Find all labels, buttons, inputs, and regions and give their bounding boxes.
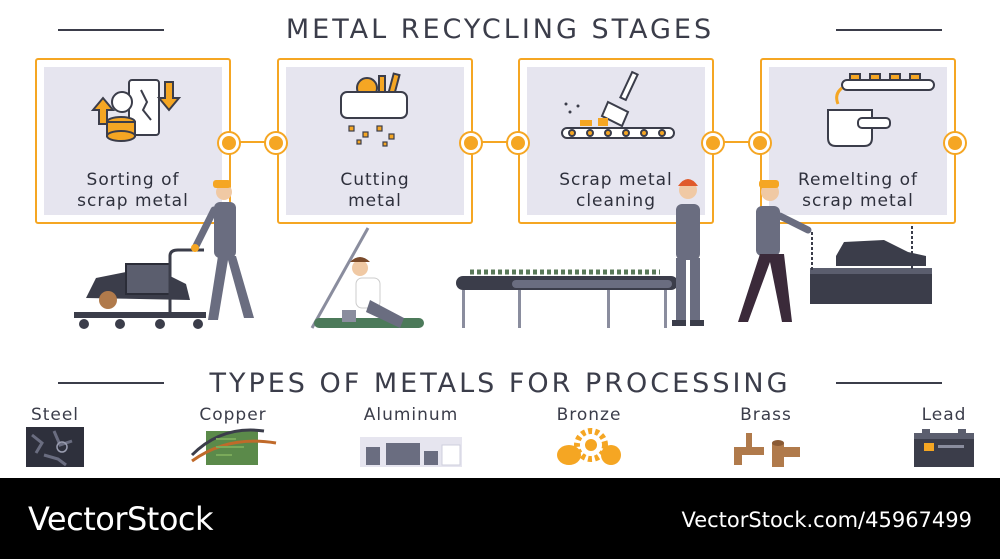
metal-label-lead: Lead	[921, 405, 967, 425]
types-section-title: TYPES OF METALS FOR PROCESSING	[209, 368, 791, 399]
copper-wire-icon	[190, 428, 277, 465]
battery-icon	[914, 429, 974, 467]
steel-sheet-icon	[26, 427, 84, 467]
remelting-icon	[827, 73, 935, 147]
title-rule-right	[836, 29, 942, 31]
connector-dot	[945, 133, 965, 153]
metal-label-aluminum: Aluminum	[363, 405, 459, 425]
title-rule-left	[58, 29, 164, 31]
sorting-icon	[90, 79, 182, 142]
worker-cleaning-metal	[672, 179, 704, 326]
types-rule-right	[836, 382, 942, 384]
connector-line	[720, 141, 760, 143]
workers-scene-illustration	[74, 179, 932, 329]
brand-logo: VectorStock	[28, 500, 214, 538]
bronze-gear-icon	[557, 428, 621, 465]
connector-line	[478, 141, 518, 143]
worker-pushing-cart	[191, 180, 254, 320]
scrap-cart-illustration	[74, 248, 206, 329]
metal-label-bronze: Bronze	[556, 405, 622, 425]
footer-url: VectorStock.com/45967499	[681, 508, 972, 532]
metal-label-copper: Copper	[199, 405, 267, 425]
conveyor-belt-illustration	[456, 269, 678, 328]
connector-dot	[508, 133, 528, 153]
metal-label-brass: Brass	[740, 405, 792, 425]
stage-card-bg	[527, 67, 705, 215]
connector-line	[236, 141, 276, 143]
metal-label-steel: Steel	[30, 405, 80, 425]
melting-bin-illustration	[810, 226, 932, 304]
connector-dot	[219, 133, 239, 153]
cleaning-icon	[561, 70, 675, 139]
page-title: METAL RECYCLING STAGES	[285, 14, 715, 45]
aluminum-profile-icon	[360, 437, 462, 467]
connector-dot	[461, 133, 481, 153]
connector-dot	[703, 133, 723, 153]
footer-bar: VectorStock VectorStock.com/45967499	[0, 478, 1000, 559]
connector-dot	[750, 133, 770, 153]
connector-dot	[266, 133, 286, 153]
cutting-icon	[340, 72, 408, 147]
worker-remelting-metal	[738, 180, 812, 322]
brass-faucet-icon	[734, 433, 800, 467]
worker-cutting-metal	[310, 227, 424, 329]
types-rule-left	[58, 382, 164, 384]
